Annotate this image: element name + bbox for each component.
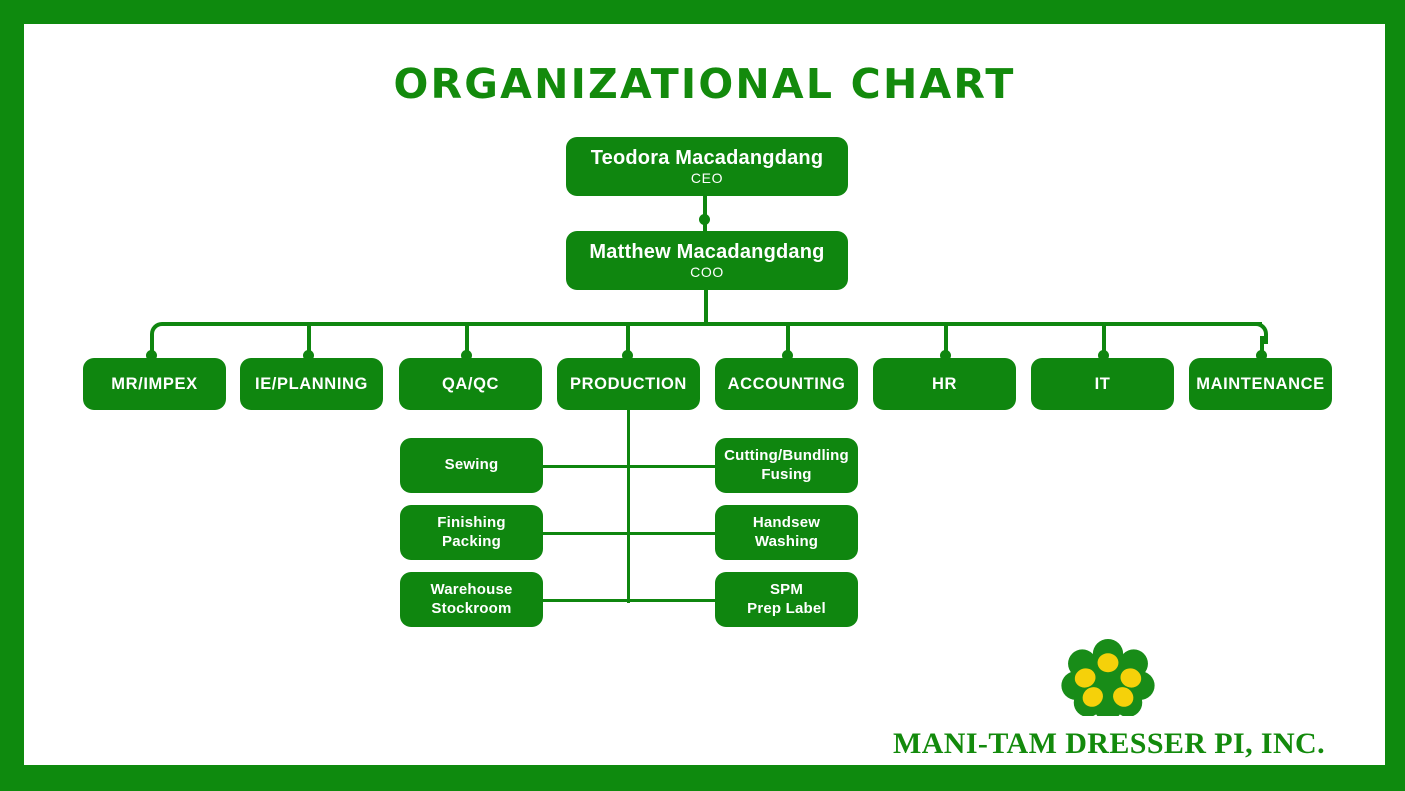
node-ceo-name: Teodora Macadangdang	[590, 146, 824, 169]
unit-label-line1: Sewing	[444, 456, 499, 474]
dept-dot-6	[940, 350, 951, 361]
unit-label-line2: Prep Label	[747, 599, 826, 617]
unit-label-line1: Warehouse	[430, 580, 513, 598]
node-department-it[interactable]: IT	[1031, 358, 1174, 410]
node-unit-warehouse-stockroom[interactable]: Warehouse Stockroom	[400, 572, 543, 627]
dept-stem-2	[307, 324, 311, 362]
department-label: IE/PLANNING	[255, 374, 368, 393]
node-department-maintenance[interactable]: MAINTENANCE	[1189, 358, 1332, 410]
department-label: MAINTENANCE	[1196, 374, 1325, 393]
node-coo-name: Matthew Macadangdang	[589, 240, 825, 263]
connector-coo-bus	[704, 290, 708, 324]
node-unit-spm-prep-label[interactable]: SPM Prep Label	[715, 572, 858, 627]
dept-stem-4	[626, 324, 630, 362]
unit-label-line2: Stockroom	[431, 599, 512, 617]
bus-right-corner	[1248, 322, 1268, 344]
department-label: MR/IMPEX	[111, 374, 198, 393]
dept-stem-1	[150, 336, 154, 362]
dept-dot-4	[622, 350, 633, 361]
node-department-mr-impex[interactable]: MR/IMPEX	[83, 358, 226, 410]
dept-dot-7	[1098, 350, 1109, 361]
dept-stem-8	[1260, 336, 1264, 362]
dept-dot-1	[146, 350, 157, 361]
unit-label-line2: Washing	[754, 532, 819, 550]
page-title: ORGANIZATIONAL CHART	[393, 60, 1016, 108]
dept-dot-3	[461, 350, 472, 361]
flower-logo-icon	[1060, 638, 1156, 721]
production-branch-row-2	[542, 532, 719, 535]
department-bus	[162, 322, 1262, 326]
dept-stem-5	[786, 324, 790, 362]
department-label: PRODUCTION	[570, 374, 687, 393]
node-department-production[interactable]: PRODUCTION	[557, 358, 700, 410]
node-department-accounting[interactable]: ACCOUNTING	[715, 358, 858, 410]
node-unit-handsew-washing[interactable]: Handsew Washing	[715, 505, 858, 560]
dept-dot-2	[303, 350, 314, 361]
dept-dot-5	[782, 350, 793, 361]
node-department-hr[interactable]: HR	[873, 358, 1016, 410]
unit-label-line2: Fusing	[761, 465, 812, 483]
dept-stem-3	[465, 324, 469, 362]
dept-stem-6	[944, 324, 948, 362]
production-spine	[627, 410, 630, 603]
node-unit-cutting-bundling-fusing[interactable]: Cutting/Bundling Fusing	[715, 438, 858, 493]
chart-panel: ORGANIZATIONAL CHART Teodora Macadangdan…	[24, 24, 1385, 765]
node-department-ie-planning[interactable]: IE/PLANNING	[240, 358, 383, 410]
production-branch-row-1	[542, 465, 719, 468]
unit-label-line1: Handsew	[752, 513, 821, 531]
node-coo[interactable]: Matthew Macadangdang COO	[566, 231, 848, 290]
node-coo-role: COO	[690, 263, 724, 280]
unit-label-line2: Packing	[442, 532, 501, 550]
bus-left-corner	[150, 322, 170, 344]
dept-stem-7	[1102, 324, 1106, 362]
node-unit-finishing-packing[interactable]: Finishing Packing	[400, 505, 543, 560]
department-label: HR	[931, 374, 958, 393]
unit-label-line1: SPM	[769, 580, 804, 598]
department-label: QA/QC	[441, 374, 500, 393]
node-unit-sewing[interactable]: Sewing	[400, 438, 543, 493]
department-label: ACCOUNTING	[727, 374, 846, 393]
company-name: MANI-TAM DRESSER PI, INC.	[893, 727, 1325, 760]
production-branch-row-3	[542, 599, 719, 602]
unit-label-line1: Finishing	[437, 513, 506, 531]
unit-label-line1: Cutting/Bundling	[724, 446, 849, 464]
dept-dot-8	[1256, 350, 1267, 361]
node-ceo[interactable]: Teodora Macadangdang CEO	[566, 137, 848, 196]
connector-dot-coo	[699, 214, 710, 225]
node-department-qa-qc[interactable]: QA/QC	[399, 358, 542, 410]
node-ceo-role: CEO	[690, 169, 724, 186]
department-label: IT	[1094, 374, 1111, 393]
